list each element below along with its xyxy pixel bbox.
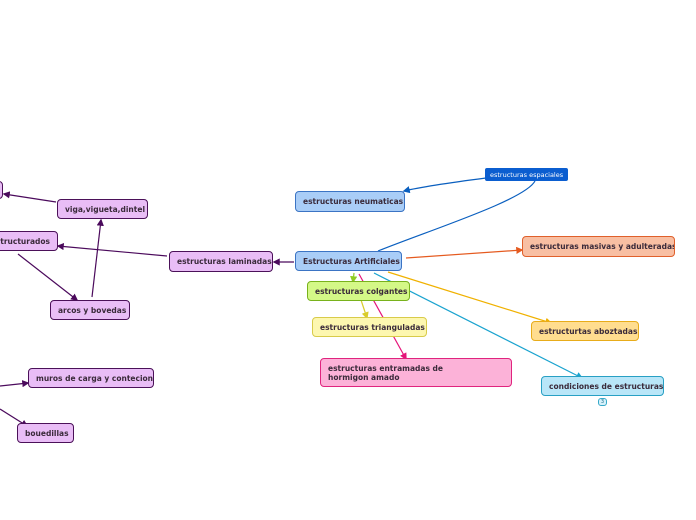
node-label: estructuras laminadas	[177, 257, 272, 266]
node-label: estructuras masivas y adulteradas	[530, 242, 675, 251]
edge-estructurados-top	[2, 191, 57, 203]
node-viga-vigueta-dintel[interactable]: viga,vigueta,dintel	[57, 199, 148, 219]
node-estructuras-entramadas[interactable]: estructuras entramadas de hormigon amado	[320, 358, 512, 387]
edge-arcos-viga	[91, 218, 104, 298]
edge-artificiales-masivas	[405, 246, 524, 259]
node-label: muros de carga y contecion	[36, 373, 154, 383]
edge-laminadas-estructurados	[56, 242, 168, 257]
node-estructuras-neumaticas[interactable]: estructuras neumaticas	[295, 191, 405, 212]
edge-estructurados-arcos	[17, 253, 79, 301]
edge-artificiales-abotzadas	[387, 271, 553, 325]
node-offscreen-top[interactable]	[0, 181, 3, 199]
node-muros-de-carga[interactable]: muros de carga y contecion	[28, 368, 154, 388]
collapsed-children-badge[interactable]: 3	[598, 398, 607, 406]
node-label: estructuras trianguladas	[320, 322, 425, 332]
edge-artificiales-espaciales	[377, 180, 536, 252]
node-label: structurados	[0, 236, 50, 246]
node-arcos-y-bovedas[interactable]: arcos y bovedas	[50, 300, 130, 320]
node-estructuras-espaciales[interactable]: estructuras espaciales	[485, 168, 568, 181]
node-label: arcos y bovedas	[58, 305, 127, 315]
edge-artificiales-trianguladas	[360, 299, 369, 320]
node-label: estructuras colgantes	[315, 286, 408, 296]
node-label: bouedillas	[25, 428, 69, 438]
edge-artificiales-colgantes	[350, 272, 358, 284]
node-estructuras-masivas[interactable]: estructuras masivas y adulteradas	[522, 236, 675, 257]
node-label: estructuras neumaticas	[303, 197, 404, 206]
node-estructurados[interactable]: structurados	[0, 231, 58, 251]
node-estructuras-laminadas[interactable]: estructuras laminadas	[169, 251, 273, 272]
node-label: viga,vigueta,dintel	[65, 204, 146, 214]
node-estructuras-artificiales[interactable]: Estructuras Artificiales	[295, 251, 402, 271]
node-label: Estructuras Artificiales	[303, 256, 400, 266]
node-estructuras-abotzadas[interactable]: estructurtas aboztadas	[531, 321, 639, 341]
edge-espaciales-neumaticas	[402, 177, 487, 194]
node-label: estructuras espaciales	[490, 170, 564, 179]
node-estructuras-colgantes[interactable]: estructuras colgantes	[307, 281, 410, 301]
node-bovedillas[interactable]: bouedillas	[17, 423, 74, 443]
node-label: condiciones de estructuras	[549, 381, 664, 391]
edge-left-muros	[0, 380, 30, 388]
node-label: estructuras entramadas de hormigon amado	[328, 363, 443, 382]
node-estructuras-trianguladas[interactable]: estructuras trianguladas	[312, 317, 427, 337]
node-condiciones-de-estructuras[interactable]: condiciones de estructuras	[541, 376, 664, 396]
node-label: estructurtas aboztadas	[539, 326, 638, 336]
